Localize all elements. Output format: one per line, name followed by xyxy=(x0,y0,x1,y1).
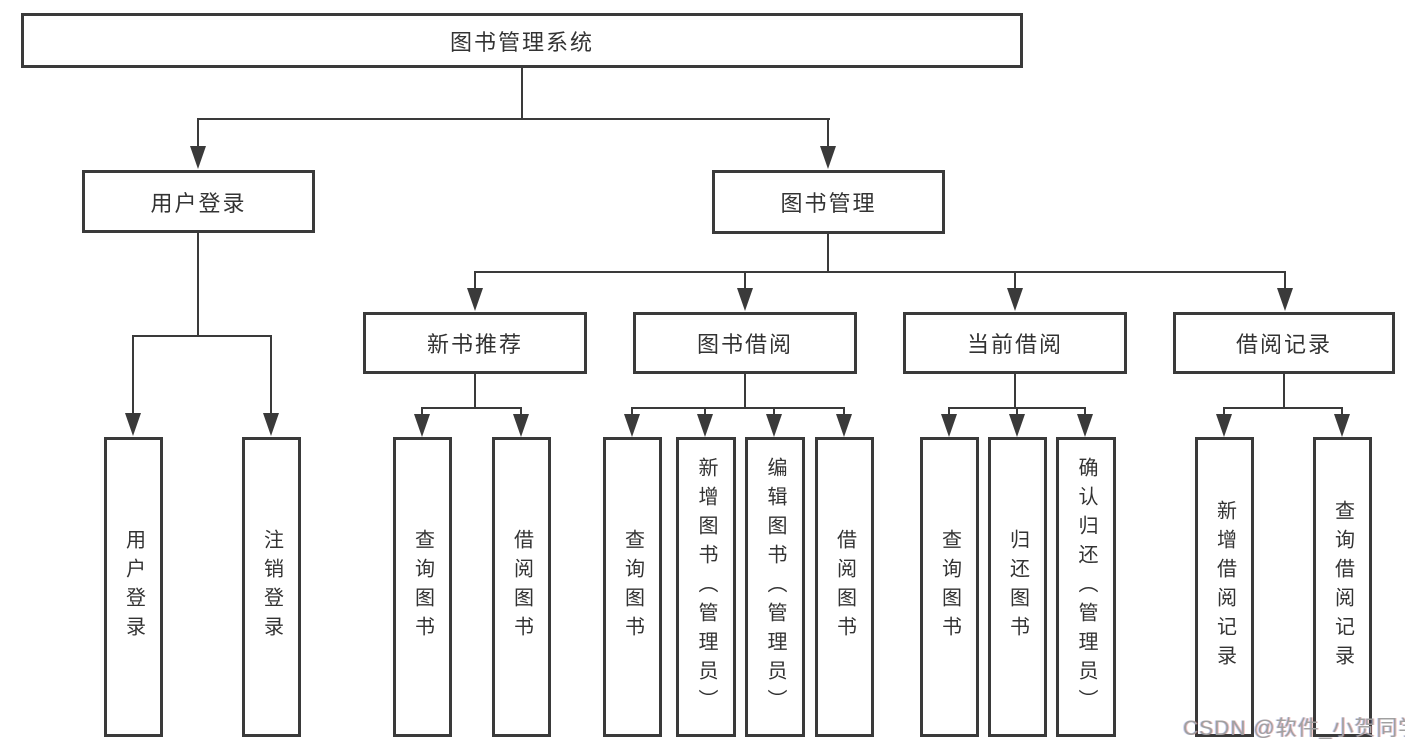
node-user-login-label: 用户登录 xyxy=(150,190,247,216)
node-new-book-recommend: 新书推荐 xyxy=(363,312,587,374)
connector-line xyxy=(270,335,272,417)
arrow-down-icon xyxy=(1009,414,1025,437)
arrow-down-icon xyxy=(125,413,141,436)
connector-line xyxy=(744,374,746,407)
arrow-down-icon xyxy=(836,414,852,437)
arrow-down-icon xyxy=(1216,414,1232,437)
arrow-down-icon xyxy=(467,288,483,311)
leaf-borrow-query-books: 查询图书 xyxy=(603,437,662,737)
leaf-newbook-borrow-books-label: 借阅图书 xyxy=(510,529,533,645)
node-borrowing-records: 借阅记录 xyxy=(1173,312,1395,374)
connector-line xyxy=(1014,374,1016,407)
root-node-library-system: 图书管理系统 xyxy=(21,13,1023,68)
node-borrowing-records-label: 借阅记录 xyxy=(1235,332,1332,357)
node-current-borrowing: 当前借阅 xyxy=(903,312,1127,374)
leaf-records-query-record: 查询借阅记录 xyxy=(1313,437,1372,737)
leaf-current-confirm-return-admin: 确认归还（管理员） xyxy=(1056,437,1116,737)
connector-line xyxy=(1284,271,1286,293)
connector-line xyxy=(1016,407,1018,419)
connector-line xyxy=(421,407,423,419)
arrow-down-icon xyxy=(941,414,957,437)
leaf-records-add-record-label: 新增借阅记录 xyxy=(1213,500,1236,674)
node-current-borrowing-label: 当前借阅 xyxy=(966,332,1063,357)
arrow-down-icon xyxy=(513,414,529,437)
connector-line xyxy=(1223,407,1343,409)
connector-line xyxy=(773,407,775,419)
node-book-borrowing: 图书借阅 xyxy=(633,312,857,374)
connector-line xyxy=(744,271,746,293)
arrow-down-icon xyxy=(737,288,753,311)
leaf-current-return-books: 归还图书 xyxy=(988,437,1047,737)
leaf-logout-label: 注销登录 xyxy=(260,529,283,645)
leaf-current-confirm-return-admin-label: 确认归还（管理员） xyxy=(1075,456,1097,718)
connector-line xyxy=(631,407,633,419)
arrow-down-icon xyxy=(766,414,782,437)
leaf-current-query-books: 查询图书 xyxy=(920,437,979,737)
arrow-down-icon xyxy=(1077,414,1093,437)
arrow-down-icon xyxy=(1277,288,1293,311)
connector-line xyxy=(474,271,1286,273)
node-book-borrowing-label: 图书借阅 xyxy=(696,332,793,357)
leaf-logout: 注销登录 xyxy=(242,437,301,737)
leaf-borrow-edit-books-admin: 编辑图书（管理员） xyxy=(745,437,805,737)
arrow-down-icon xyxy=(1007,288,1023,311)
connector-line xyxy=(521,68,523,118)
arrow-down-icon xyxy=(1334,414,1350,437)
connector-line xyxy=(197,233,199,335)
leaf-borrow-query-books-label: 查询图书 xyxy=(621,529,644,645)
arrow-down-icon xyxy=(190,146,206,169)
leaf-records-add-record: 新增借阅记录 xyxy=(1195,437,1254,737)
node-new-book-recommend-label: 新书推荐 xyxy=(426,332,523,357)
leaf-borrow-add-books-admin: 新增图书（管理员） xyxy=(676,437,736,737)
leaf-borrow-borrow-books-label: 借阅图书 xyxy=(833,529,856,645)
arrow-down-icon xyxy=(820,146,836,169)
node-book-management: 图书管理 xyxy=(712,170,945,234)
connector-line xyxy=(704,407,706,419)
arrow-down-icon xyxy=(697,414,713,437)
connector-line xyxy=(197,118,199,150)
connector-line xyxy=(474,374,476,407)
connector-line xyxy=(843,407,845,419)
leaf-borrow-borrow-books: 借阅图书 xyxy=(815,437,874,737)
leaf-borrow-add-books-admin-label: 新增图书（管理员） xyxy=(695,456,717,718)
connector-line xyxy=(827,118,829,150)
leaf-user-login-label: 用户登录 xyxy=(122,529,145,645)
connector-line xyxy=(1084,407,1086,419)
arrow-down-icon xyxy=(624,414,640,437)
node-user-login: 用户登录 xyxy=(82,170,315,233)
arrow-down-icon xyxy=(263,413,279,436)
connector-line xyxy=(948,407,950,419)
connector-line xyxy=(520,407,522,419)
leaf-newbook-borrow-books: 借阅图书 xyxy=(492,437,551,737)
leaf-user-login: 用户登录 xyxy=(104,437,163,737)
connector-line xyxy=(1223,407,1225,419)
connector-line xyxy=(132,335,272,337)
leaf-borrow-edit-books-admin-label: 编辑图书（管理员） xyxy=(764,456,786,718)
connector-line xyxy=(1283,374,1285,407)
leaf-records-query-record-label: 查询借阅记录 xyxy=(1331,500,1354,674)
connector-line xyxy=(631,407,845,409)
leaf-newbook-query-books-label: 查询图书 xyxy=(411,529,434,645)
connector-line xyxy=(1014,271,1016,293)
arrow-down-icon xyxy=(414,414,430,437)
connector-line xyxy=(132,335,134,417)
leaf-current-query-books-label: 查询图书 xyxy=(938,529,961,645)
csdn-watermark: CSDN @软件_小贺同学 xyxy=(1183,717,1405,740)
leaf-current-return-books-label: 归还图书 xyxy=(1006,529,1029,645)
connector-line xyxy=(1341,407,1343,419)
root-node-label: 图书管理系统 xyxy=(449,29,594,55)
connector-line xyxy=(197,118,830,120)
connector-line xyxy=(827,234,829,271)
node-book-management-label: 图书管理 xyxy=(780,191,877,216)
connector-line xyxy=(421,407,522,409)
leaf-newbook-query-books: 查询图书 xyxy=(393,437,452,737)
connector-line xyxy=(474,271,476,293)
